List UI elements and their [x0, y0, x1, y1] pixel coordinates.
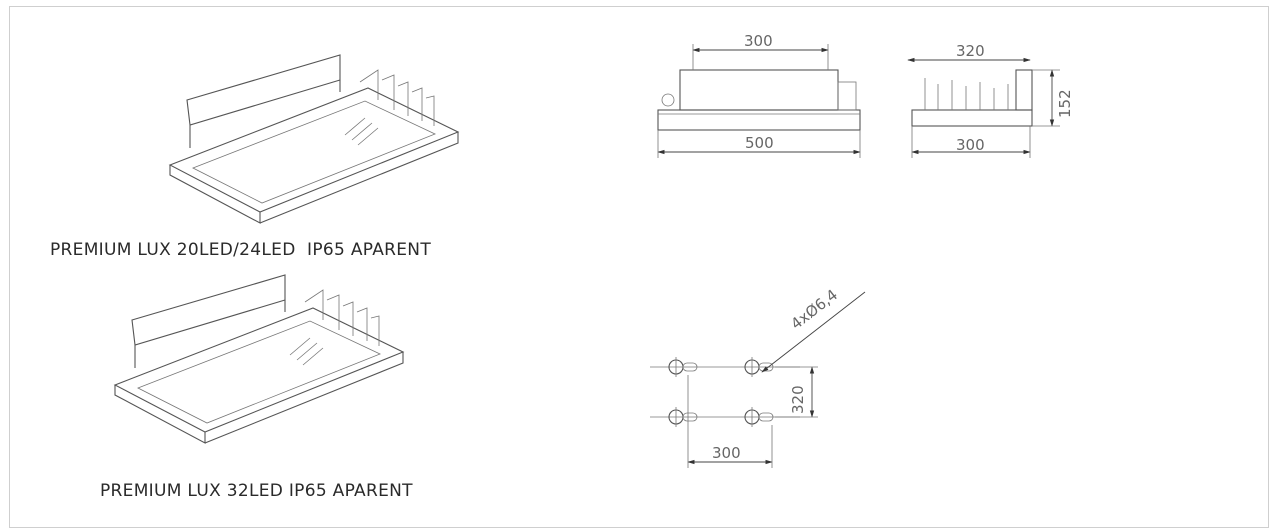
- product-caption-2: PREMIUM LUX 32LED IP65 APARENT: [100, 481, 413, 501]
- dim-side-base-width: 300: [956, 136, 985, 154]
- dim-side-height: 152: [1056, 89, 1074, 118]
- dim-front-base-width: 500: [745, 134, 774, 152]
- luminaire-isometric-2: [113, 274, 405, 444]
- luminaire-isometric-1: [168, 54, 460, 224]
- dim-mount-holes: 4xØ6,4: [787, 286, 841, 333]
- mount-hole: [668, 357, 698, 377]
- mount-hole: [744, 407, 774, 427]
- dim-front-top-width: 300: [744, 32, 773, 50]
- mounting-plan-drawing: [650, 291, 866, 468]
- dim-mount-vertical: 320: [789, 385, 807, 414]
- mount-hole: [668, 407, 698, 427]
- product-caption-1: PREMIUM LUX 20LED/24LED IP65 APARENT: [50, 240, 431, 260]
- side-view-drawing: [907, 57, 1060, 158]
- dim-side-top-width: 320: [956, 42, 985, 60]
- page-frame: [9, 6, 1269, 528]
- front-view-drawing: [657, 44, 861, 158]
- dim-mount-horizontal: 300: [712, 444, 741, 462]
